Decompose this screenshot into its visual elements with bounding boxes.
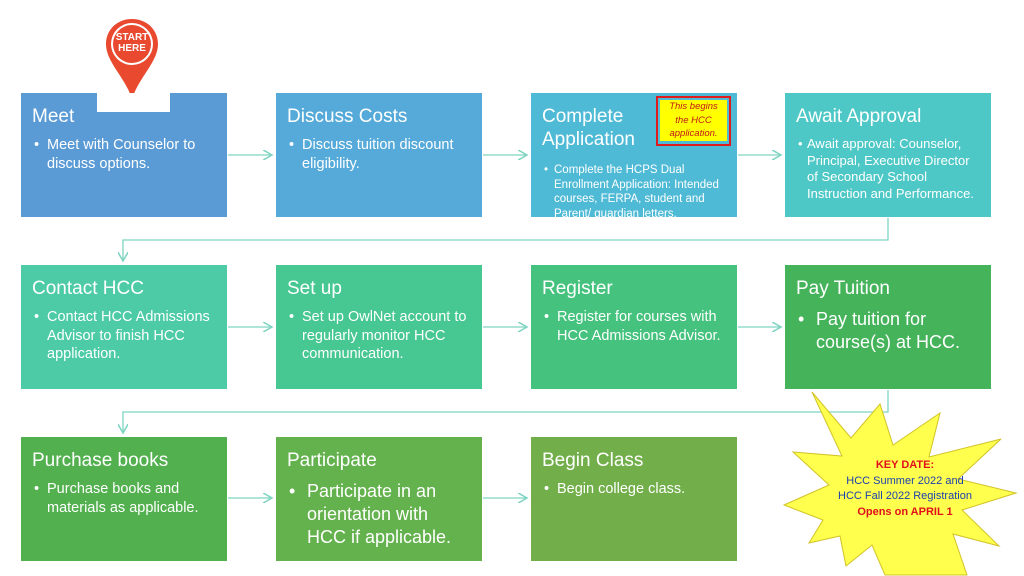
- step-purchase-books: Purchase books Purchase books and materi…: [21, 437, 227, 561]
- step-title: Discuss Costs: [287, 106, 408, 127]
- step-title: Begin Class: [542, 450, 644, 471]
- map-pin-icon: [106, 19, 158, 104]
- step-bullet: Begin college class.: [542, 480, 727, 499]
- step-register: Register Register for courses with HCC A…: [531, 265, 737, 389]
- step-title: Purchase books: [32, 450, 169, 471]
- start-here-marker: START HERE: [103, 15, 161, 107]
- key-date-heading: KEY DATE:: [875, 459, 935, 471]
- step-await-approval: Await Approval Await approval: Counselor…: [785, 93, 991, 217]
- step-bullet: Contact HCC Admissions Advisor to finish…: [32, 308, 217, 364]
- step-title: Register: [542, 278, 613, 299]
- arrow-tuition-to-books: [123, 390, 889, 433]
- key-date-line3: Opens on APRIL 1: [857, 505, 953, 518]
- key-date-text: KEY DATE: HCC Summer 2022 and HCC Fall 2…: [820, 458, 990, 520]
- application-note: This begins the HCC application.: [656, 96, 731, 146]
- step-bullet: Complete the HCPS Dual Enrollment Applic…: [542, 163, 727, 221]
- step-bullet: Participate in an orientation with HCC i…: [287, 480, 472, 549]
- step-bullet: Register for courses with HCC Admissions…: [542, 308, 727, 345]
- step-bullet: Await approval: Counselor, Principal, Ex…: [796, 136, 981, 202]
- step-title: Meet: [32, 106, 75, 127]
- step-title: Pay Tuition: [796, 278, 890, 299]
- step-set-up: Set up Set up OwlNet account to regularl…: [276, 265, 482, 389]
- start-tab: [97, 93, 170, 112]
- start-label: START: [115, 32, 149, 43]
- step-begin-class: Begin Class Begin college class.: [531, 437, 737, 561]
- step-bullet: Discuss tuition discount eligibility.: [287, 136, 472, 173]
- step-bullet: Pay tuition for course(s) at HCC.: [796, 308, 981, 354]
- step-title: Contact HCC: [32, 278, 144, 299]
- step-pay-tuition: Pay Tuition Pay tuition for course(s) at…: [785, 265, 991, 389]
- step-title: Await Approval: [796, 106, 922, 127]
- step-meet: Meet Meet with Counselor to discuss opti…: [21, 93, 227, 217]
- step-contact-hcc: Contact HCC Contact HCC Admissions Advis…: [21, 265, 227, 389]
- key-date-line1: HCC Summer 2022 and: [846, 474, 964, 487]
- key-date-line2: HCC Fall 2022 Registration: [838, 490, 972, 502]
- arrow-approval-to-contact: [123, 218, 889, 261]
- step-title: Participate: [287, 450, 377, 471]
- here-label: HERE: [118, 43, 146, 54]
- step-bullet: Set up OwlNet account to regularly monit…: [287, 308, 472, 364]
- step-participate: Participate Participate in an orientatio…: [276, 437, 482, 561]
- step-bullet: Purchase books and materials as applicab…: [32, 480, 217, 517]
- step-title: Set up: [287, 278, 342, 299]
- step-title: Complete Application: [542, 106, 635, 150]
- step-bullet: Meet with Counselor to discuss options.: [32, 136, 217, 173]
- step-discuss-costs: Discuss Costs Discuss tuition discount e…: [276, 93, 482, 217]
